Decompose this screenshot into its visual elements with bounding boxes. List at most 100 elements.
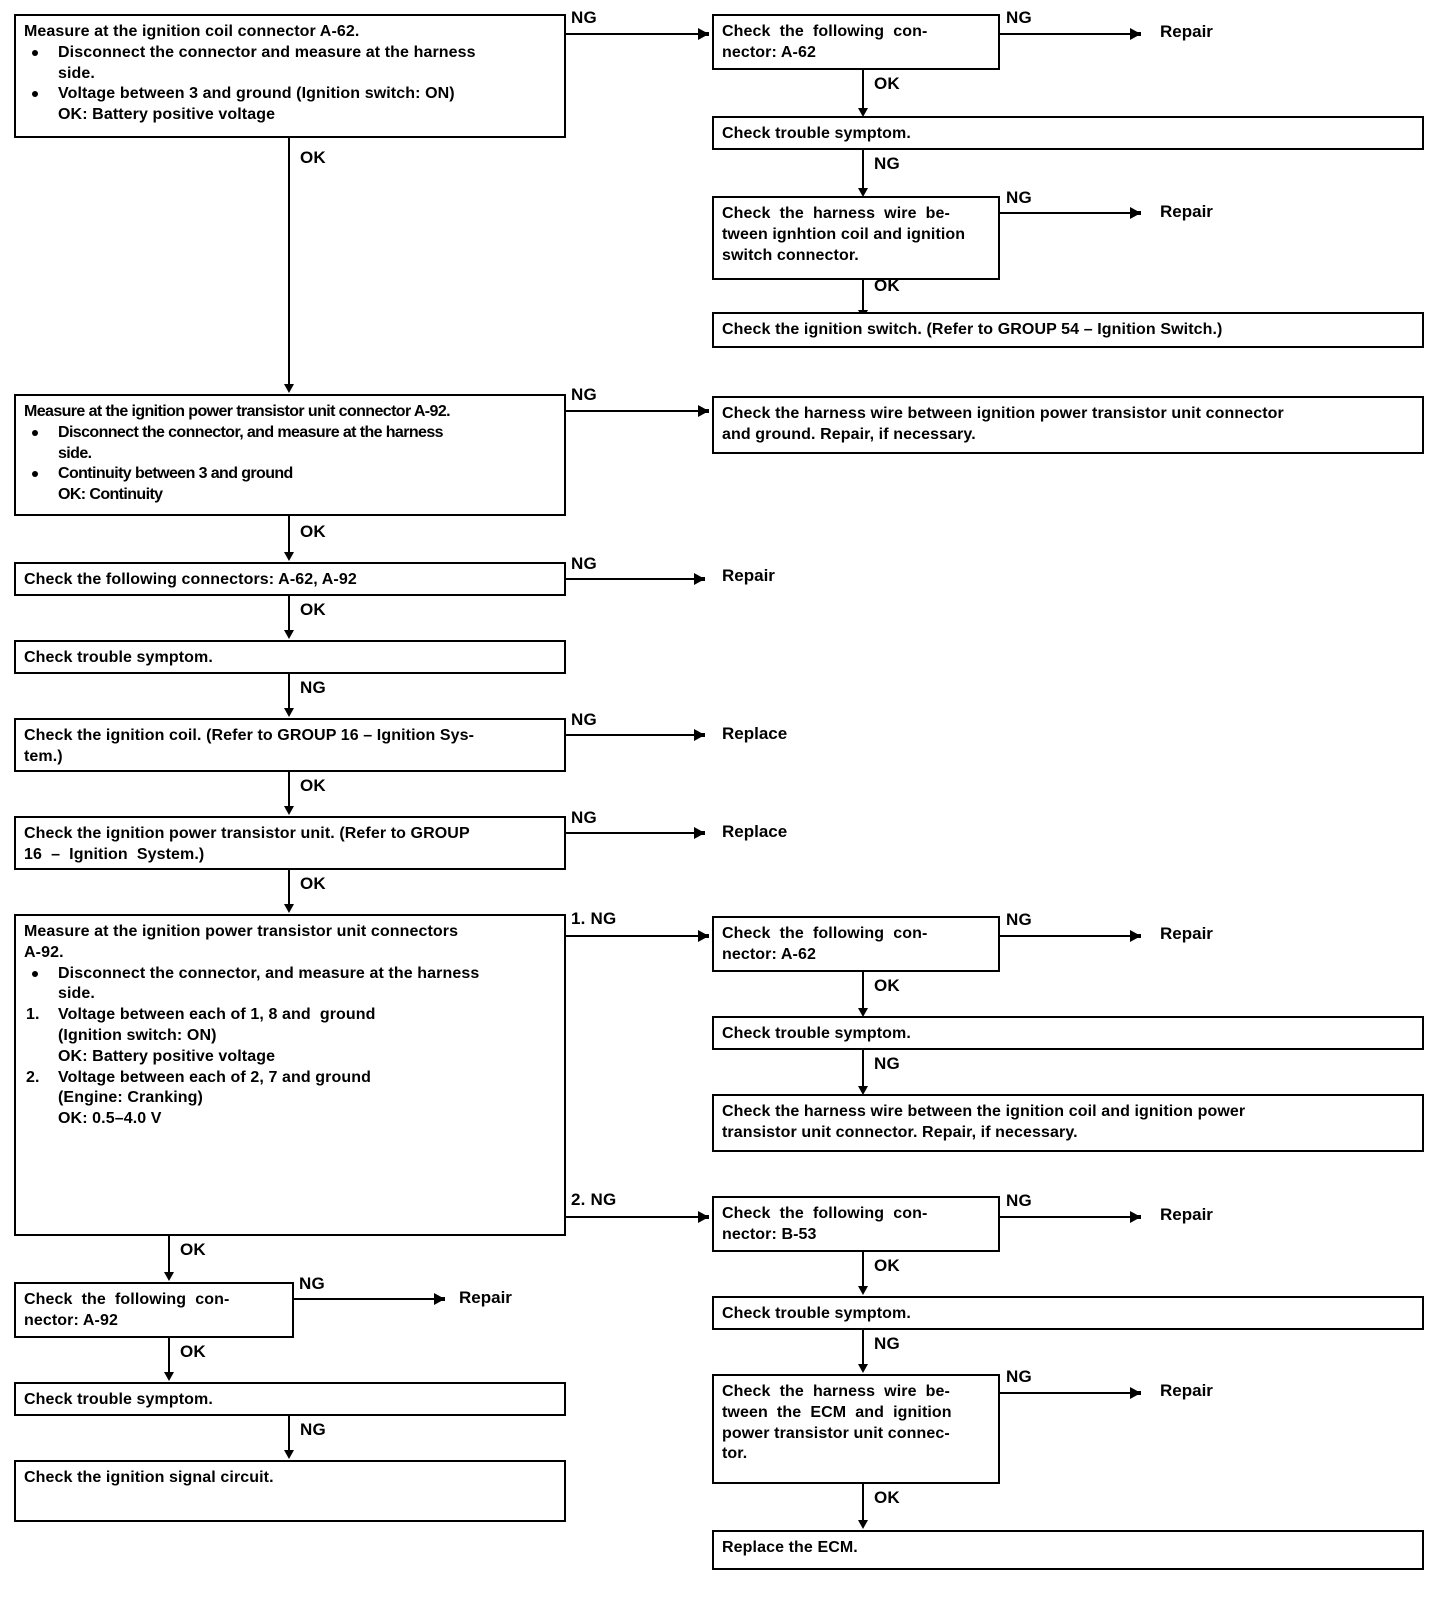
edge-label-ok: OK xyxy=(874,1256,900,1275)
box-check-power-transistor-unit: Check the ignition power transistor unit… xyxy=(14,816,566,870)
edge-label-ok: OK xyxy=(874,74,900,93)
arrow-head xyxy=(858,1364,868,1373)
edge-ng-8 xyxy=(566,734,694,736)
arrow-head xyxy=(164,1372,174,1381)
edge-ng-6 xyxy=(566,578,694,580)
bullet-item: Disconnect the connector, and measure at… xyxy=(24,423,556,465)
edge-label-ok: OK xyxy=(300,522,326,541)
edge-label-ok: OK xyxy=(874,976,900,995)
box-check-harness-ecm-pt: Check the harness wire be- tween the ECM… xyxy=(712,1374,1000,1484)
arrow-head xyxy=(1130,28,1141,40)
arrow-head xyxy=(1130,1211,1141,1223)
box-check-connector-a92: Check the following con- nector: A-92 xyxy=(14,1282,294,1338)
terminal-replace: Replace xyxy=(722,822,788,841)
edge-label-ok: OK xyxy=(874,1488,900,1507)
edge-label-ng: NG xyxy=(1006,910,1032,929)
box-check-connector-b53: Check the following con- nector: B-53 xyxy=(712,1196,1000,1252)
edge-ng-11 xyxy=(288,1416,290,1454)
edge-label-ng: NG xyxy=(1006,1191,1032,1210)
edge-ng-5 xyxy=(566,410,698,412)
edge-label-ok: OK xyxy=(300,600,326,619)
box-check-harness-coil-switch: Check the harness wire be- tween ignhtio… xyxy=(712,196,1000,280)
edge-label-ng: NG xyxy=(1006,8,1032,27)
arrow-head xyxy=(434,1293,445,1305)
box-heading: Measure at the ignition power transistor… xyxy=(24,923,459,940)
numbered-item-1: 1. Voltage between each of 1, 8 and grou… xyxy=(26,1006,376,1065)
bullet-item: Voltage between 3 and ground (Ignition s… xyxy=(24,84,556,126)
terminal-repair: Repair xyxy=(459,1288,512,1307)
box-check-connectors-a62-a92: Check the following connectors: A-62, A-… xyxy=(14,562,566,596)
arrow-head xyxy=(284,1450,294,1459)
edge-ng-15 xyxy=(862,1330,864,1368)
edge-label-ng: NG xyxy=(571,808,597,827)
edge-ok-13 xyxy=(862,1252,864,1290)
arrow-head xyxy=(1130,1387,1141,1399)
edge-ok-7 xyxy=(288,772,290,810)
edge-ng-12 xyxy=(1000,935,1130,937)
edge-label-ok: OK xyxy=(180,1342,206,1361)
edge-ng2 xyxy=(566,1216,698,1218)
edge-ng-7 xyxy=(288,674,290,712)
edge-label-ok: OK xyxy=(300,874,326,893)
arrow-head xyxy=(284,630,294,639)
arrow-head xyxy=(858,1286,868,1295)
bullet-item: Continuity between 3 and ground OK: Cont… xyxy=(24,464,556,506)
edge-ok-1 xyxy=(288,138,290,388)
edge-ok-12 xyxy=(862,972,864,1014)
edge-label-ng: NG xyxy=(1006,188,1032,207)
terminal-replace: Replace xyxy=(722,724,788,743)
edge-label-ng-2: 2. NG xyxy=(571,1190,617,1209)
edge-label-ng: NG xyxy=(299,1274,325,1293)
terminal-repair: Repair xyxy=(1160,202,1213,221)
numbered-item-2: 2. Voltage between each of 2, 7 and grou… xyxy=(26,1068,371,1128)
edge-label-ok: OK xyxy=(180,1240,206,1259)
edge-label-ng: NG xyxy=(300,1420,326,1439)
arrow-head xyxy=(698,28,709,40)
edge-label-ng: NG xyxy=(300,678,326,697)
edge-label-ng: NG xyxy=(1006,1367,1032,1386)
edge-ng-14 xyxy=(1000,1216,1130,1218)
edge-label-ng: NG xyxy=(874,1334,900,1353)
arrow-head xyxy=(1130,930,1141,942)
edge-ok-2 xyxy=(862,70,864,112)
box-check-harness-pt-ground: Check the harness wire between ignition … xyxy=(712,396,1424,454)
arrow-head xyxy=(1130,207,1141,219)
terminal-repair: Repair xyxy=(722,566,775,585)
arrow-head xyxy=(858,108,868,117)
box-check-trouble-symptom-2: Check trouble symptom. xyxy=(14,640,566,674)
edge-ok-10 xyxy=(168,1338,170,1376)
edge-ng-2 xyxy=(1000,33,1130,35)
arrow-head xyxy=(694,729,705,741)
bullet-item: Disconnect the connector, and measure at… xyxy=(24,964,556,1006)
edge-label-ng-1: 1. NG xyxy=(571,909,617,928)
edge-label-ok: OK xyxy=(300,776,326,795)
edge-ok-9 xyxy=(168,1236,170,1276)
edge-ng-1 xyxy=(566,33,698,35)
edge-label-ng: NG xyxy=(571,554,597,573)
box-check-ignition-signal-circuit: Check the ignition signal circuit. xyxy=(14,1460,566,1522)
arrow-head xyxy=(698,930,709,942)
arrow-head xyxy=(698,405,709,417)
arrow-head xyxy=(284,806,294,815)
box-check-connector-a62-mid: Check the following con- nector: A-62 xyxy=(712,916,1000,972)
box-measure-power-transistor-connectors: Measure at the ignition power transistor… xyxy=(14,914,566,1236)
edge-ng-16 xyxy=(1000,1392,1130,1394)
edge-ok-5 xyxy=(288,516,290,556)
box-check-ignition-coil: Check the ignition coil. (Refer to GROUP… xyxy=(14,718,566,772)
edge-ng1 xyxy=(566,935,698,937)
edge-ok-3 xyxy=(862,280,864,314)
edge-label-ng: NG xyxy=(874,154,900,173)
box-heading: Measure at the ignition coil connector A… xyxy=(24,23,360,40)
box-check-trouble-symptom-1: Check trouble symptom. xyxy=(712,116,1424,150)
arrow-head xyxy=(284,552,294,561)
terminal-repair: Repair xyxy=(1160,924,1213,943)
arrow-head xyxy=(164,1272,174,1281)
box-measure-power-transistor-connector: Measure at the ignition power transistor… xyxy=(14,394,566,516)
edge-label-ng: NG xyxy=(571,385,597,404)
arrow-head xyxy=(284,384,294,393)
edge-label-ng: NG xyxy=(571,710,597,729)
terminal-repair: Repair xyxy=(1160,22,1213,41)
bullet-item: Disconnect the connector and measure at … xyxy=(24,43,556,85)
edge-ng-9 xyxy=(566,832,694,834)
